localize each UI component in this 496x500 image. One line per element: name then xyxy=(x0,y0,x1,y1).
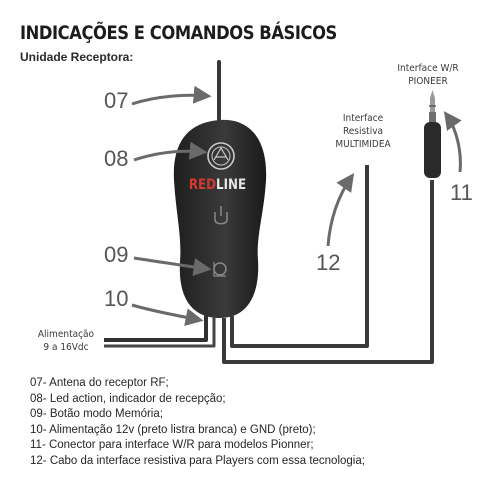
receiver-diagram: RED LINE 07 08 09 10 11 12 Interface W/R… xyxy=(38,60,473,364)
multimidea-cable xyxy=(230,165,369,348)
page-subtitle: Unidade Receptora: xyxy=(20,50,134,64)
callout-10: 10 xyxy=(104,286,128,311)
power-cable-1 xyxy=(104,314,208,342)
legend-item-12: 12- Cabo da interface resistiva para Pla… xyxy=(30,454,365,467)
legend-item-07: 07- Antena do receptor RF; xyxy=(30,377,169,389)
label-pioneer-line-2: PIONEER xyxy=(408,76,448,87)
legend-list: 07- Antena do receptor RF; 08- Led actio… xyxy=(30,376,365,469)
callout-12: 12 xyxy=(316,250,340,275)
jack-connector-icon xyxy=(424,90,441,178)
callout-11: 11 xyxy=(450,180,473,205)
brand-red: RED xyxy=(189,177,216,193)
legend-item-09: 09- Botão modo Memória; xyxy=(30,408,163,420)
label-power-line-2: 9 a 16Vdc xyxy=(43,342,88,353)
redline-logo-icon xyxy=(207,142,235,170)
arrow-10 xyxy=(131,303,204,327)
pioneer-cable xyxy=(222,180,434,364)
arrow-11 xyxy=(443,111,462,173)
label-multimidea-line-3: MULTIMIDEA xyxy=(335,139,391,150)
brand-line: LINE xyxy=(216,177,246,193)
arrow-09 xyxy=(133,256,212,276)
legend-item-08: 08- Led action, indicador de recepção; xyxy=(30,392,226,405)
label-power-line-1: Alimentação xyxy=(38,329,95,340)
button-1-icon[interactable] xyxy=(214,206,228,225)
callout-09: 09 xyxy=(104,242,128,267)
legend-item-11: 11- Conector para interface W/R para mod… xyxy=(30,439,314,451)
arrow-12 xyxy=(326,173,355,247)
power-cable-2 xyxy=(104,316,216,348)
label-multimidea-line-1: Interface xyxy=(343,113,384,124)
label-multimidea-line-2: Resistiva xyxy=(343,126,383,137)
callout-08: 08 xyxy=(104,146,128,171)
arrow-07 xyxy=(131,85,212,106)
legend-item-10: 10- Alimentação 12v (preto listra branca… xyxy=(30,423,316,436)
arrow-08 xyxy=(133,141,208,162)
label-pioneer-line-1: Interface W/R xyxy=(397,63,458,74)
memory-button-icon[interactable] xyxy=(213,262,227,277)
callout-07: 07 xyxy=(104,88,128,113)
page-title: INDICAÇÕES E COMANDOS BÁSICOS xyxy=(20,22,337,44)
